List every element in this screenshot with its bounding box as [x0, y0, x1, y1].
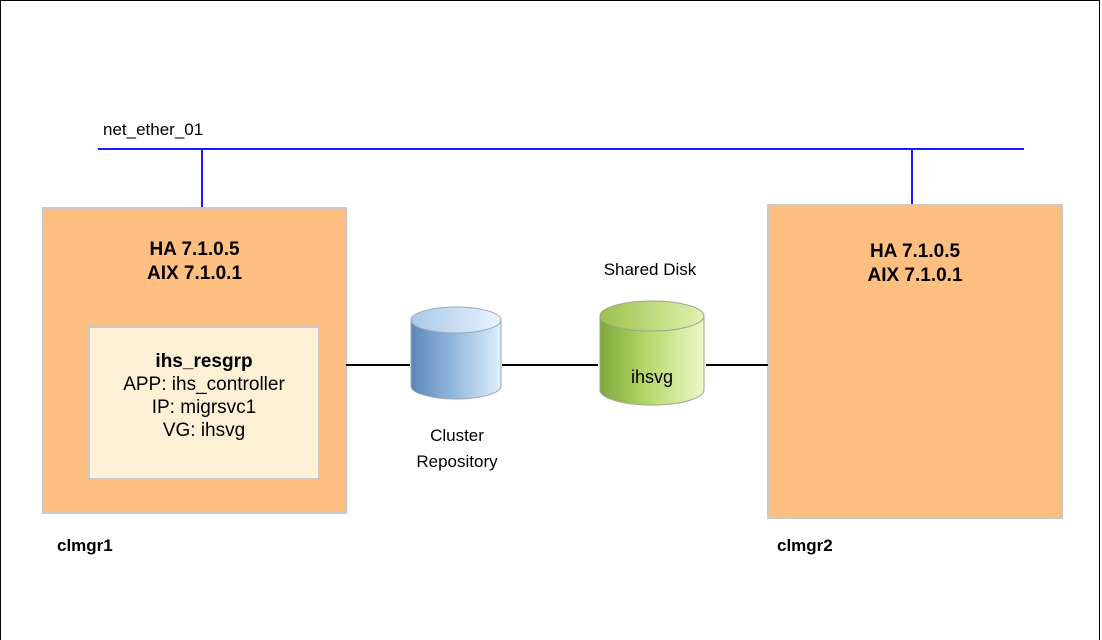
- node-clmgr1: HA 7.1.0.5 AIX 7.1.0.1 ihs_resgrp APP: i…: [42, 207, 347, 514]
- resource-group-box: ihs_resgrp APP: ihs_controller IP: migrs…: [88, 326, 320, 480]
- resource-group-app: APP: ihs_controller: [123, 374, 285, 395]
- node-name-clmgr2: clmgr2: [777, 536, 833, 555]
- shared-disk-vg-label: ihsvg: [630, 367, 674, 387]
- shared-disk-icon: [599, 300, 705, 406]
- link-repository-shared-disk: [502, 364, 598, 366]
- cluster-repository-disk-icon: [410, 306, 502, 400]
- resource-group-ip: IP: migrsvc1: [151, 397, 257, 418]
- resource-group-title: ihs_resgrp: [155, 351, 253, 372]
- node-name-clmgr1: clmgr1: [57, 536, 113, 555]
- node-ha-version: HA 7.1.0.5: [869, 241, 961, 262]
- network-link-clmgr1: [201, 149, 203, 208]
- cluster-repository-label-2: Repository: [416, 452, 498, 471]
- node-aix-version: AIX 7.1.0.1: [146, 263, 243, 284]
- network-link-clmgr2: [911, 149, 913, 204]
- network-line: [98, 148, 1024, 150]
- cluster-repository-label-1: Cluster: [430, 426, 484, 445]
- link-clmgr1-repository: [346, 364, 410, 366]
- resource-group-vg: VG: ihsvg: [162, 420, 246, 441]
- node-ha-version: HA 7.1.0.5: [149, 239, 240, 260]
- shared-disk-label: Shared Disk: [603, 260, 697, 279]
- network-label: net_ether_01: [103, 120, 204, 139]
- node-aix-version: AIX 7.1.0.1: [867, 265, 963, 286]
- node-clmgr2: HA 7.1.0.5 AIX 7.1.0.1: [767, 204, 1063, 519]
- link-shared-disk-clmgr2: [706, 364, 768, 366]
